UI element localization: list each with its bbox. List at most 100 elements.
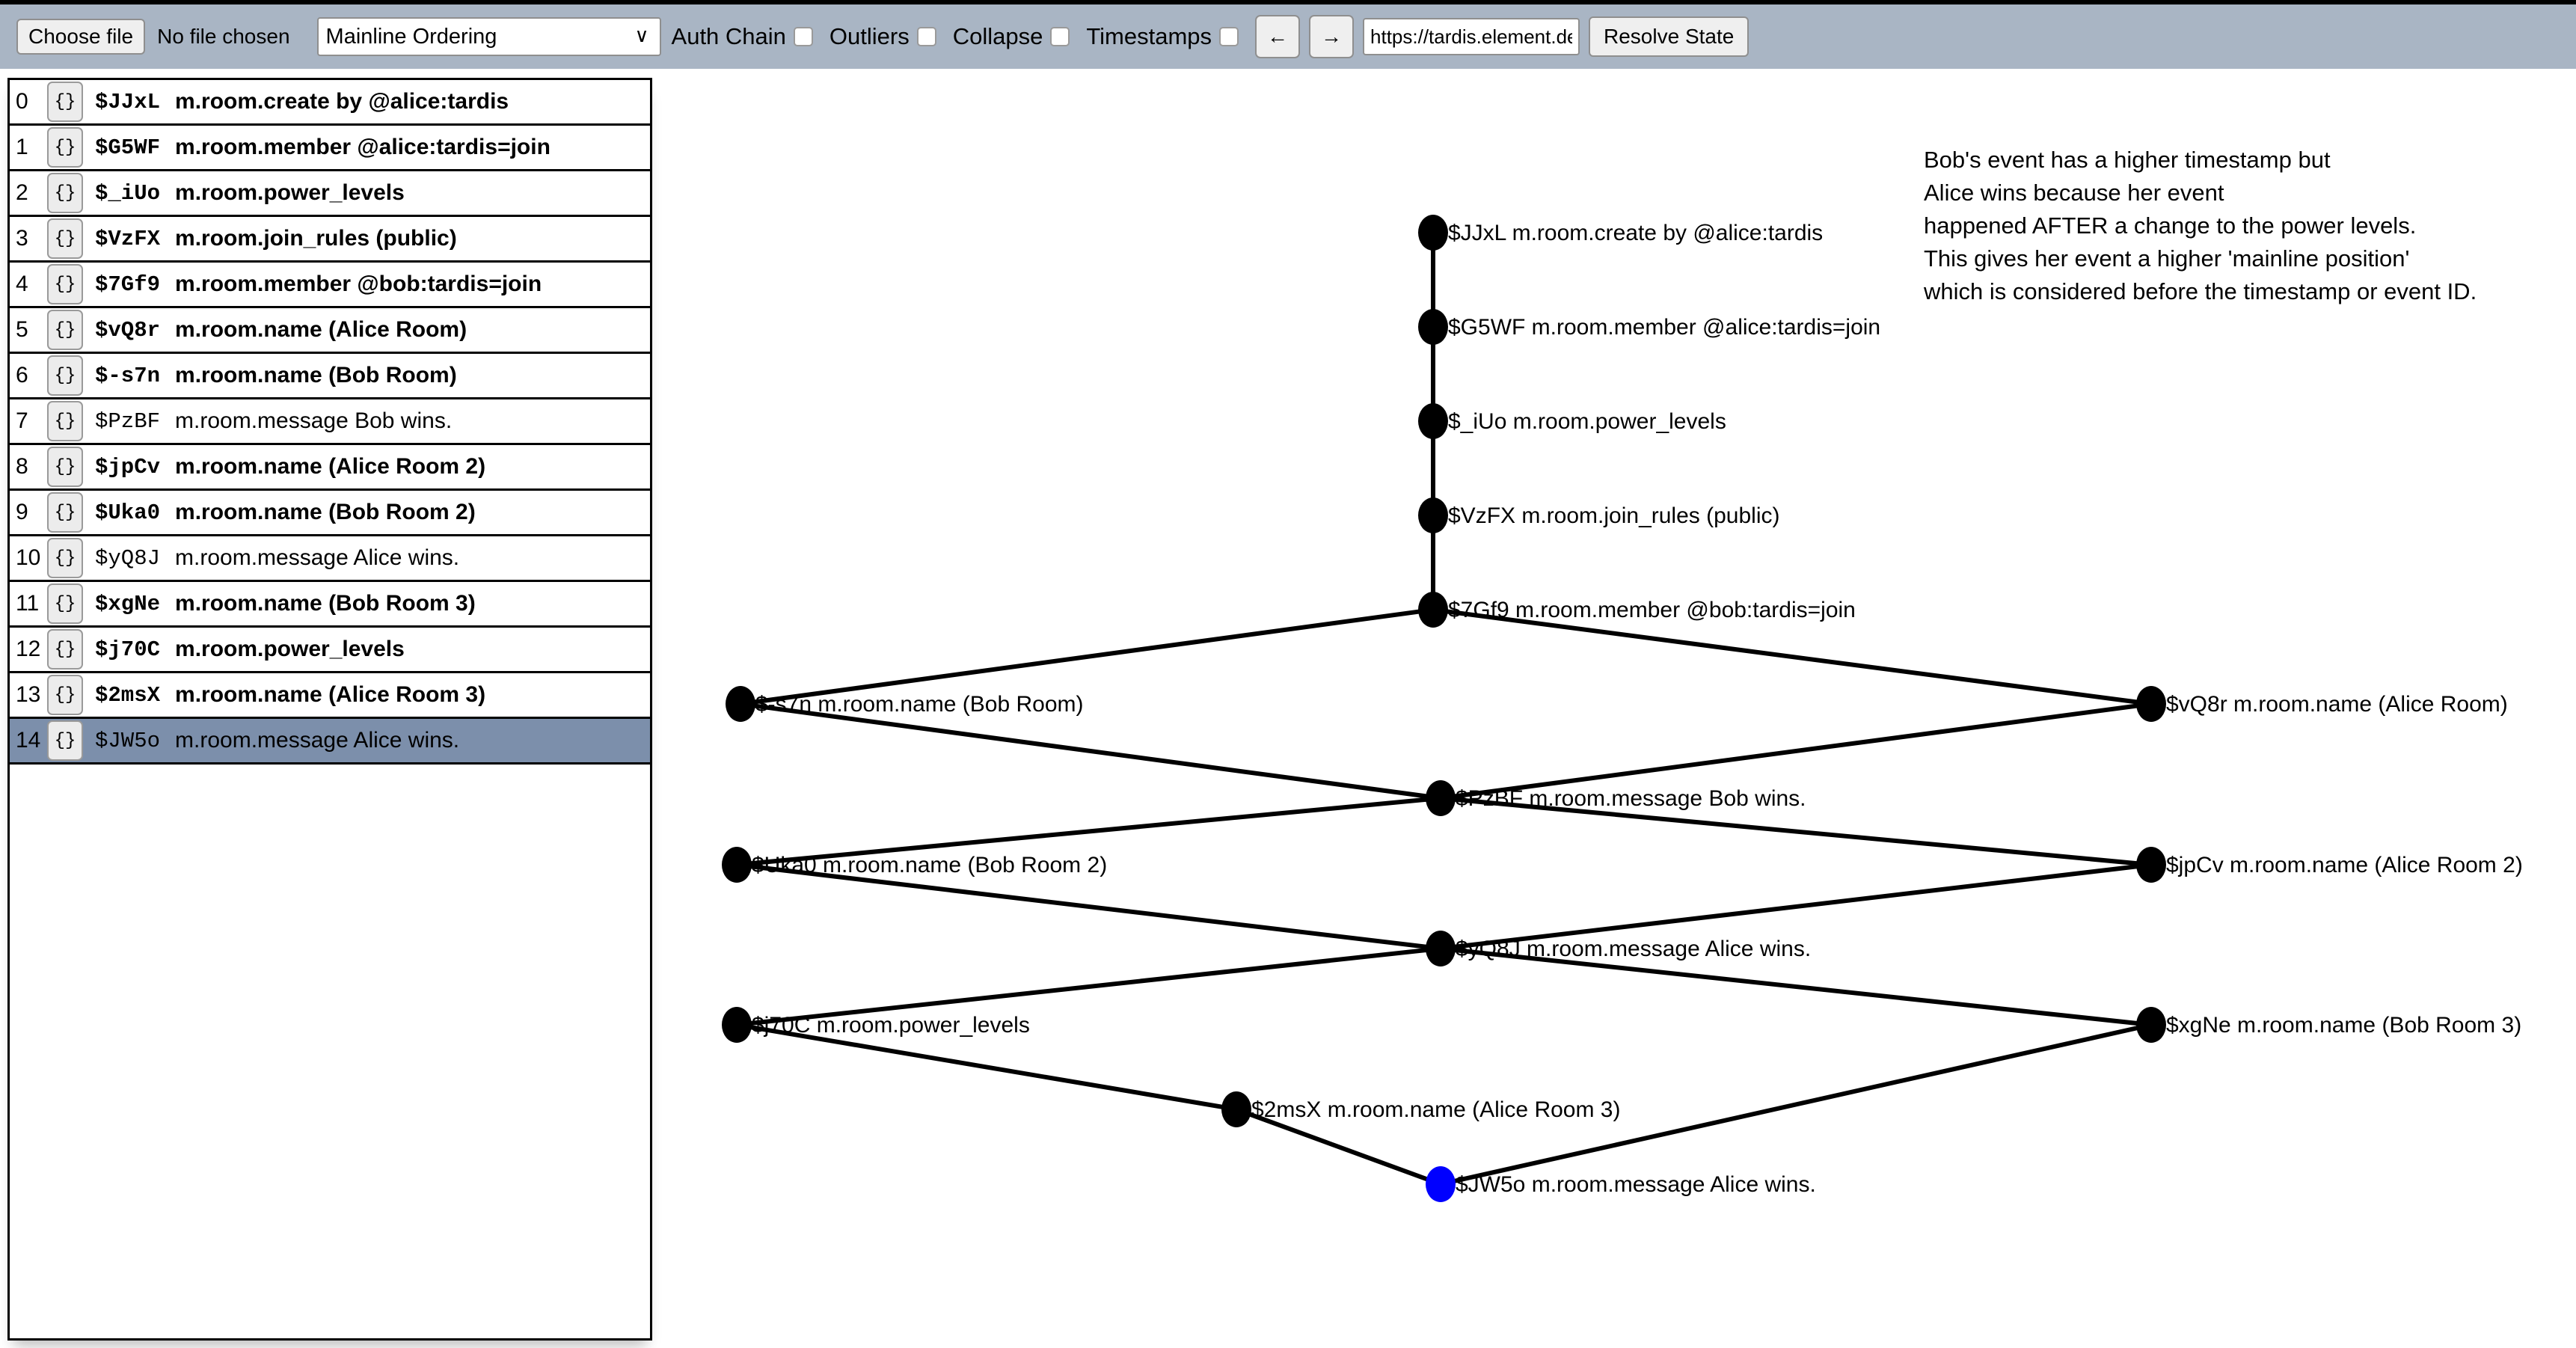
event-row[interactable]: 3 {} $VzFX m.room.join_rules (public) <box>10 217 650 263</box>
dag-node-circle[interactable] <box>2136 847 2166 883</box>
timestamps-checkbox[interactable] <box>1219 27 1239 46</box>
dag-node[interactable]: $vQ8r m.room.name (Alice Room) <box>2136 686 2508 722</box>
dag-node[interactable]: $VzFX m.room.join_rules (public) <box>1418 497 1779 533</box>
back-arrow-icon[interactable]: ← <box>1255 15 1301 58</box>
dag-node[interactable]: $jpCv m.room.name (Alice Room 2) <box>2136 847 2523 883</box>
event-summary: m.room.member @bob:tardis=join <box>175 272 542 296</box>
event-summary: m.room.message Alice wins. <box>175 545 460 570</box>
view-json-button[interactable]: {} <box>47 629 83 670</box>
ordering-select-wrap[interactable]: Mainline Ordering ∨ <box>316 17 661 56</box>
dag-node-circle[interactable] <box>1426 931 1456 966</box>
dag-edge <box>740 607 1434 706</box>
dag-node-circle[interactable] <box>2136 1007 2166 1043</box>
view-json-button[interactable]: {} <box>47 173 83 213</box>
event-summary: m.room.power_levels <box>175 180 405 205</box>
dag-node-circle[interactable] <box>726 686 755 722</box>
event-index: 9 <box>16 500 28 524</box>
event-id: $jpCv <box>95 454 161 480</box>
event-id: $_iUo <box>95 180 161 206</box>
view-json-button[interactable]: {} <box>47 218 83 259</box>
event-id: $-s7n <box>95 363 161 388</box>
resolve-state-button[interactable]: Resolve State <box>1589 16 1749 57</box>
dag-node-circle[interactable] <box>1221 1091 1251 1127</box>
view-json-button[interactable]: {} <box>47 401 83 441</box>
event-summary: m.room.message Bob wins. <box>175 408 453 433</box>
dag-node-circle[interactable] <box>1418 403 1448 439</box>
dag-node[interactable]: $Uka0 m.room.name (Bob Room 2) <box>722 847 1107 883</box>
event-index: 3 <box>16 226 28 251</box>
dag-node-circle[interactable] <box>1418 309 1448 345</box>
dag-node-circle[interactable] <box>1426 780 1456 816</box>
view-json-button[interactable]: {} <box>47 675 83 715</box>
dag-edge <box>736 863 1441 951</box>
view-json-button[interactable]: {} <box>47 538 83 578</box>
server-url-input[interactable] <box>1363 18 1580 55</box>
dag-node[interactable]: $xgNe m.room.name (Bob Room 3) <box>2136 1007 2521 1043</box>
view-json-button[interactable]: {} <box>47 127 83 168</box>
annotation-line: Bob's event has a higher timestamp but <box>1924 147 2331 173</box>
dag-node[interactable]: $_iUo m.room.power_levels <box>1418 403 1726 439</box>
event-row[interactable]: 9 {} $Uka0 m.room.name (Bob Room 2) <box>10 491 650 536</box>
event-index: 13 <box>16 682 41 707</box>
dag-edge <box>736 796 1441 867</box>
forward-arrow-icon[interactable]: → <box>1309 15 1355 58</box>
dag-node-circle[interactable] <box>1418 497 1448 533</box>
dag-node[interactable]: $JW5o m.room.message Alice wins. <box>1426 1166 1816 1202</box>
view-json-button[interactable]: {} <box>47 720 83 761</box>
view-json-button[interactable]: {} <box>47 447 83 487</box>
dag-node[interactable]: $yQ8J m.room.message Alice wins. <box>1426 931 1811 966</box>
dag-node[interactable]: $G5WF m.room.member @alice:tardis=join <box>1418 309 1880 345</box>
event-summary: m.room.name (Bob Room 2) <box>175 500 476 524</box>
dag-node[interactable]: $j70C m.room.power_levels <box>722 1007 1030 1043</box>
event-id: $xgNe <box>95 591 161 616</box>
choose-file-button[interactable]: Choose file <box>16 18 146 55</box>
event-summary: m.room.join_rules (public) <box>175 226 457 251</box>
collapse-label: Collapse <box>952 23 1043 49</box>
dag-node[interactable]: $JJxL m.room.create by @alice:tardis <box>1418 215 1823 251</box>
dag-node-label: $VzFX m.room.join_rules (public) <box>1448 503 1779 528</box>
view-json-button[interactable]: {} <box>47 492 83 533</box>
dag-node-circle[interactable] <box>722 1007 752 1043</box>
event-id: $Uka0 <box>95 500 161 525</box>
view-json-button[interactable]: {} <box>47 264 83 304</box>
ordering-select[interactable]: Mainline Ordering <box>316 17 661 56</box>
outliers-checkbox[interactable] <box>916 27 936 46</box>
event-summary: m.room.name (Alice Room 3) <box>175 682 486 707</box>
auth-chain-checkbox[interactable] <box>793 27 813 46</box>
dag-node-label: $PzBF m.room.message Bob wins. <box>1456 786 1806 811</box>
view-json-button[interactable]: {} <box>47 355 83 396</box>
view-json-button[interactable]: {} <box>47 82 83 122</box>
dag-node-circle[interactable] <box>2136 686 2166 722</box>
collapse-checkbox[interactable] <box>1050 27 1070 46</box>
dag-edge <box>1432 607 2152 706</box>
dag-node-circle-selected[interactable] <box>1426 1166 1456 1202</box>
view-json-button[interactable]: {} <box>47 583 83 624</box>
dag-node[interactable]: $7Gf9 m.room.member @bob:tardis=join <box>1418 592 1856 628</box>
dag-node[interactable]: $PzBF m.room.message Bob wins. <box>1426 780 1806 816</box>
dag-node[interactable]: $2msX m.room.name (Alice Room 3) <box>1221 1091 1620 1127</box>
dag-graph-canvas[interactable]: $JJxL m.room.create by @alice:tardis $G5W… <box>658 75 2576 1348</box>
dag-node-label: $xgNe m.room.name (Bob Room 3) <box>2166 1013 2521 1038</box>
event-id: $j70C <box>95 637 161 662</box>
event-index: 10 <box>16 545 41 570</box>
dag-node-circle[interactable] <box>1418 592 1448 628</box>
event-id: $VzFX <box>95 226 161 251</box>
dag-node-circle[interactable] <box>1418 215 1448 251</box>
dag-node-circle[interactable] <box>722 847 752 883</box>
view-json-button[interactable]: {} <box>47 310 83 350</box>
dag-node[interactable]: $-s7n m.room.name (Bob Room) <box>726 686 1084 722</box>
